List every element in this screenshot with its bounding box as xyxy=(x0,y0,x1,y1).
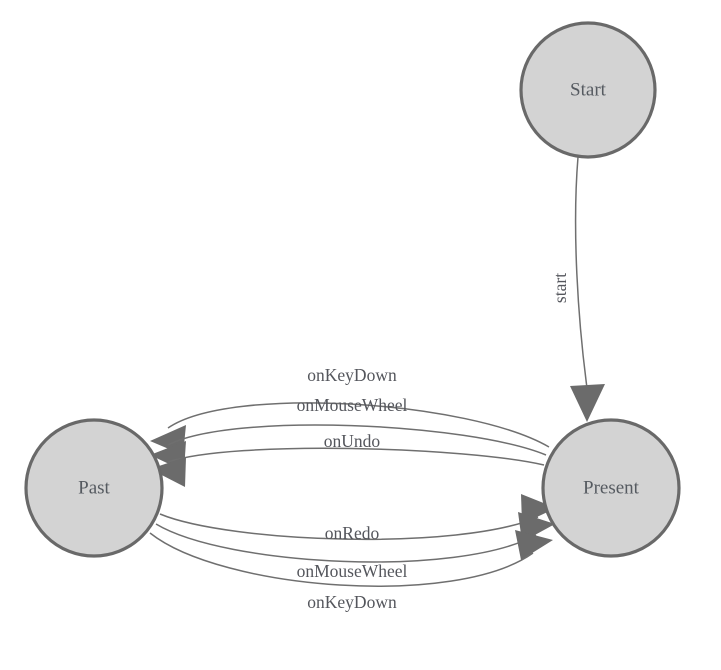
edge-past-to-present-onkeydown[interactable]: onKeyDown xyxy=(149,530,553,612)
edge-past-to-present-onkeydown-path xyxy=(149,532,534,587)
node-present[interactable]: Present xyxy=(541,418,681,558)
edge-past-to-present-onkeydown-label: onKeyDown xyxy=(307,592,397,612)
edge-past-to-present-onredo-label: onRedo xyxy=(325,523,380,543)
edge-start-to-present-path xyxy=(574,156,588,389)
edge-past-to-present-onredo-path xyxy=(159,513,539,541)
node-start-label: Start xyxy=(570,79,607,100)
node-start-circle xyxy=(519,21,657,159)
edge-past-to-present-onredo[interactable]: onRedo xyxy=(159,494,556,543)
edge-past-to-present-onmousewheel-path xyxy=(155,523,537,563)
edge-present-to-past-onmousewheel-path xyxy=(167,424,547,456)
node-present-circle xyxy=(541,418,681,558)
node-past-circle xyxy=(24,418,164,558)
node-past-label: Past xyxy=(78,477,110,498)
edge-start-to-present-arrowhead xyxy=(570,384,605,422)
node-present-label: Present xyxy=(583,477,640,498)
edge-present-to-past-onundo[interactable]: onUndo xyxy=(150,431,545,487)
edge-present-to-past-onkeydown-path xyxy=(167,402,550,448)
edge-present-to-past-onkeydown-label: onKeyDown xyxy=(307,365,397,385)
node-start[interactable]: Start xyxy=(519,21,657,159)
node-past[interactable]: Past xyxy=(24,418,164,558)
edge-past-to-present-onkeydown-arrowhead xyxy=(515,530,553,560)
edge-past-to-present-onmousewheel-label: onMouseWheel xyxy=(297,561,408,581)
edge-present-to-past-onmousewheel-label: onMouseWheel xyxy=(297,395,408,415)
edge-start-to-present-label: start xyxy=(550,273,570,303)
edge-present-to-past-onundo-label: onUndo xyxy=(324,431,381,451)
edge-present-to-past-onundo-arrowhead xyxy=(150,457,186,487)
edge-start-to-present[interactable]: start xyxy=(550,156,605,422)
edge-present-to-past-onundo-path xyxy=(167,447,545,466)
